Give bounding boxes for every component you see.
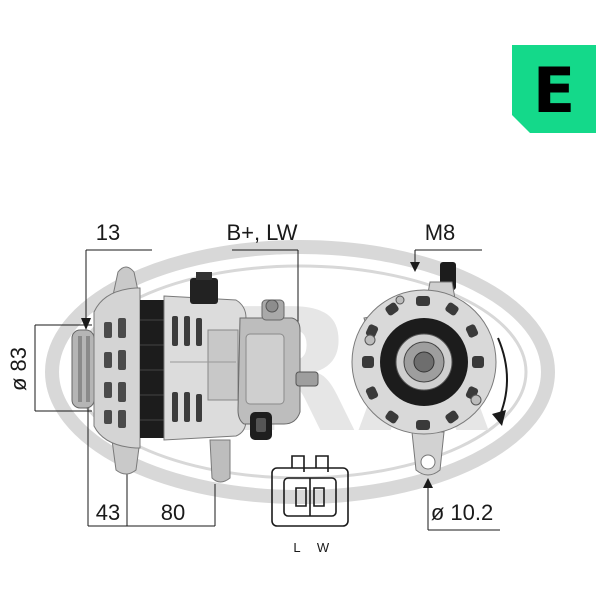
dim-hole-label: ø 10.2 bbox=[431, 500, 493, 525]
dim-13-label: 13 bbox=[96, 220, 120, 245]
dimension-arrows bbox=[81, 262, 433, 488]
brand-logo-letter: E bbox=[533, 54, 575, 127]
dim-connector-label: B+, LW bbox=[226, 220, 297, 245]
mounting-hole bbox=[420, 454, 436, 470]
dim-diameter-label: ø 83 bbox=[6, 347, 31, 391]
dim-80-label: 80 bbox=[161, 500, 185, 525]
dim-bolt-label: M8 bbox=[425, 220, 456, 245]
alternator-front-view bbox=[351, 262, 497, 476]
top-connector bbox=[190, 278, 218, 304]
brand-logo: E bbox=[512, 45, 596, 133]
pulley bbox=[71, 329, 95, 409]
plug-pin-l-label: L bbox=[293, 540, 300, 555]
stator-band bbox=[140, 300, 164, 438]
arrow-clockwise-icon bbox=[492, 337, 508, 426]
alternator-side-view bbox=[71, 266, 319, 483]
dim-43-label: 43 bbox=[96, 500, 120, 525]
connector-plug-icon bbox=[271, 455, 349, 527]
brand-logo-badge bbox=[512, 45, 596, 133]
plug-pin-w-label: W bbox=[317, 540, 330, 555]
